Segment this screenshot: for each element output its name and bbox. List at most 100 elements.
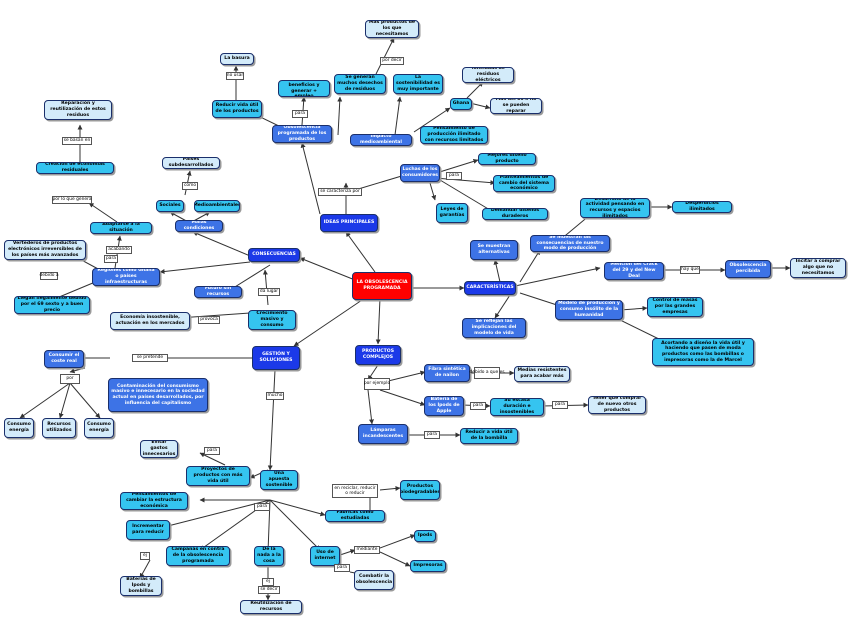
node-control[interactable]: Control de masas por las grandes empresa… (647, 297, 703, 317)
node-leyes[interactable]: Leyes de garantías (436, 203, 468, 223)
node-paises-sub[interactable]: Países subdesarrollados (162, 157, 220, 169)
node-ipods[interactable]: Ipods (414, 530, 436, 542)
node-pensamientos[interactable]: Pensamientos de cambiar la estructura ec… (120, 492, 188, 510)
node-reducir-vida[interactable]: Reducir vida útil de los productos (212, 100, 262, 118)
link-label: para (292, 110, 308, 118)
node-impresoras[interactable]: Impresoras (410, 560, 446, 572)
node-lucha[interactable]: Luchas de los consumidores (400, 164, 440, 182)
node-consumir[interactable]: Consumir el coste real (44, 350, 84, 368)
node-ghana[interactable]: Ghana (450, 98, 472, 110)
node-reflejan[interactable]: Se reflejan las implicaciones del modelo… (462, 318, 526, 338)
link-label: ej (140, 552, 150, 560)
link-label: para (446, 172, 462, 180)
node-gestion[interactable]: GESTIÓN Y SOLUCIONES (252, 346, 300, 370)
node-uso-internet[interactable]: Uso de internet (310, 546, 340, 566)
link-label: se caracteriza por (318, 188, 362, 196)
node-baterias-ipods[interactable]: Baterías de Ipods y bombillas (120, 576, 162, 596)
node-productos-biodeg[interactable]: Productos biodegradables (400, 480, 440, 500)
link-label: ej (262, 578, 274, 586)
node-campanas[interactable]: Campañas en contra de la obsolescencia p… (166, 546, 230, 566)
node-una-apuesta[interactable]: Una apuesta sostenible (260, 470, 298, 490)
node-desarrollo[interactable]: Desarrollo de la actividad pensando en r… (580, 198, 650, 218)
node-tener-que[interactable]: Tener que comprar de nuevo otros product… (588, 396, 646, 414)
node-incrementar[interactable]: Incrementar para reducir (126, 520, 170, 540)
node-adaptarse[interactable]: Adaptarse a la situación (90, 222, 152, 234)
link-label: mucho (266, 392, 284, 400)
node-sociales[interactable]: Sociales (156, 200, 184, 212)
node-ventadores[interactable]: Vertederos de productos electrónicos irr… (4, 240, 86, 260)
node-mencion[interactable]: Mención del Crack del 29 y del New Deal (604, 262, 664, 280)
node-ideas[interactable]: IDEAS PRINCIPALES (320, 214, 378, 232)
node-regiones[interactable]: Regiones como Ghana o países infraestruc… (92, 268, 160, 286)
node-impacto[interactable]: Impacto medioambiental (350, 134, 412, 146)
node-bateria[interactable]: Batería de los Ipods de Apple (424, 396, 464, 416)
node-basura[interactable]: La basura (220, 53, 254, 65)
node-proyectos[interactable]: Proyectos de productos con más vida útil (186, 466, 250, 486)
node-ganar[interactable]: Ganar + beneficios y generar + empleo (278, 80, 330, 97)
link-label: en reciclar, reducir o reducir (332, 484, 378, 498)
link-label: debido a (39, 272, 59, 280)
node-medioambientales[interactable]: Medioambientales (194, 200, 240, 212)
node-reutilizacion[interactable]: Reutilización de recursos (240, 600, 302, 614)
node-productos[interactable]: PRODUCTOS COMPLEJOS (355, 345, 401, 365)
node-generan-residuos[interactable]: Se generan muchos desechos de residuos (334, 74, 386, 94)
central-topic[interactable]: LA OBSOLESCENCIA PROGRAMADA (352, 272, 412, 300)
node-muestran[interactable]: Se muestran alternativas (470, 240, 518, 260)
node-crecimiento[interactable]: Crecimiento masivo y consumo (248, 310, 296, 330)
node-reparacion[interactable]: Reparación y reutilización de estos resi… (44, 100, 112, 120)
node-caracteristicas[interactable]: CARACTERÍSTICAS (464, 281, 516, 295)
link-label: para (254, 503, 270, 511)
link-label: para (104, 255, 118, 263)
node-combatir[interactable]: Combatir la obsolescencia (354, 570, 394, 590)
node-consumo-energia[interactable]: Consumo energía (4, 418, 34, 438)
node-desperdicios[interactable]: Desperdicios ilimitados (672, 201, 732, 213)
node-consecuencias[interactable]: CONSECUENCIAS (248, 248, 300, 262)
node-creacion[interactable]: Creación de economías residuales (36, 162, 114, 174)
node-su-escasa[interactable]: Su escasa duración e insostenibles (490, 398, 544, 416)
link-label: provoca (198, 316, 220, 324)
node-evitar[interactable]: Evitar gastos innecesarios (140, 440, 178, 458)
link-label: por (60, 374, 80, 384)
node-lamparas[interactable]: Lámparas incandescentes (358, 424, 408, 444)
link-label: para (470, 402, 486, 410)
node-contaminacion[interactable]: Contaminación del consumismo masivo e in… (108, 378, 208, 412)
node-obs-programada[interactable]: Obsolescencia programada de los producto… (272, 125, 332, 143)
node-consumo[interactable]: Consumo energía (84, 418, 114, 438)
link-label: para (334, 564, 350, 572)
node-muestran-consec[interactable]: Se muestran las consecuencias de nuestro… (530, 235, 610, 252)
link-label: mediante (354, 546, 380, 554)
node-de-la-nada[interactable]: De la nada a la cosa (254, 546, 284, 566)
node-llegan[interactable]: Llegan ilegalmente debido por el 69 sext… (14, 296, 90, 314)
node-mejores-diseno[interactable]: Mejores diseño producto (478, 153, 536, 165)
node-economia[interactable]: Economía insostenible, actuación en los … (110, 312, 190, 330)
node-mas-80[interactable]: Más del 80% no se pueden reparar (490, 98, 542, 114)
node-malas[interactable]: Malas condiciones (175, 220, 223, 232)
link-label: como (182, 182, 198, 190)
node-mas-productos[interactable]: Más productos de los que necesitamos (365, 20, 419, 38)
node-toneladas[interactable]: Toneladas de residuos eléctricos (462, 67, 514, 83)
node-fibra[interactable]: Fibra sintética de nailon (424, 364, 470, 382)
link-label: no usar (226, 72, 244, 80)
node-planteamientos[interactable]: Planteamientos de cambio del sistema eco… (493, 175, 555, 192)
link-label: se basan en (62, 137, 92, 145)
node-recursos-utilizados[interactable]: Recursos utilizados (42, 418, 76, 438)
node-sostenibilidad[interactable]: La sostenibilidad es muy importante (393, 74, 443, 94)
node-demandar[interactable]: Demandar diseños duraderos (482, 208, 548, 220)
node-reducir-1000[interactable]: Reducir a vida útil de la bombilla (460, 428, 518, 444)
node-fabricas[interactable]: Fábricas como estudiadas (325, 510, 385, 522)
node-obs-percibida[interactable]: Obsolescencia percibida (725, 260, 771, 278)
node-modelo[interactable]: Modelo de producción y consumo insólito … (555, 300, 623, 320)
link-label: para (552, 401, 568, 409)
node-medias[interactable]: Medias resistentes para acabar más (514, 366, 570, 382)
node-pensamiento[interactable]: Pensamiento de producción ilimitado con … (420, 126, 488, 144)
link-label: por decir (380, 57, 404, 65)
link-label: para (424, 431, 440, 439)
link-label: debido a que es (469, 367, 505, 379)
node-acortando[interactable]: Acortando a diseño la vida útil y hacien… (652, 338, 754, 366)
link-label: se pretende (132, 354, 168, 362)
link-label: por ejemplo (364, 378, 390, 390)
node-incitar[interactable]: Incitar a comprar algo que no necesitamo… (790, 258, 846, 278)
link-label: acabando (106, 246, 132, 254)
node-futuro[interactable]: Futuro sin recursos (194, 286, 242, 298)
